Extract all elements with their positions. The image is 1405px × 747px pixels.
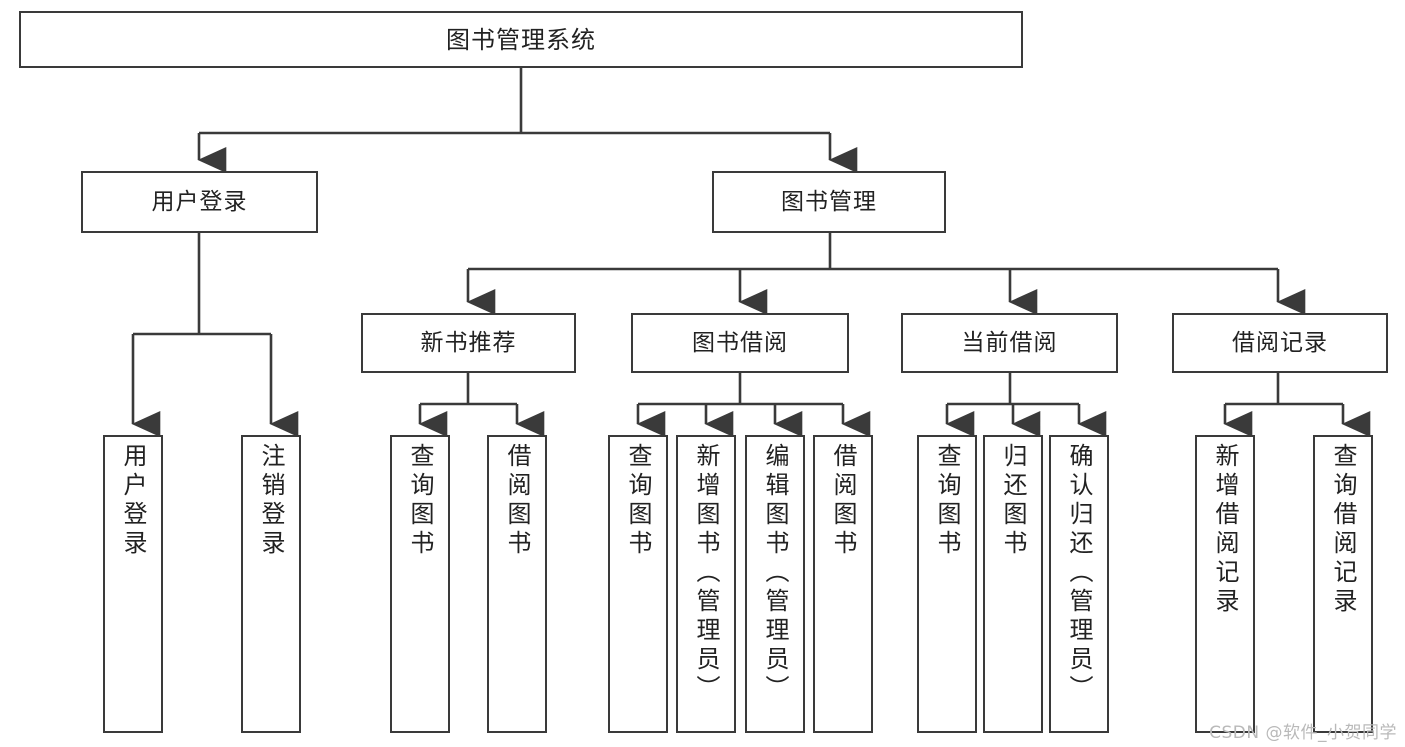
node-current-borrow[interactable]: 当前借阅: [901, 313, 1118, 373]
leaf-user-login-login[interactable]: 用户登录: [103, 435, 163, 733]
node-label: 图书借阅: [692, 329, 788, 356]
node-label: 查询图书: [933, 443, 961, 559]
leaf-book-borrow-query[interactable]: 查询图书: [608, 435, 668, 733]
node-label: 图书管理: [781, 188, 877, 215]
node-label: 借阅图书: [829, 443, 857, 559]
node-label: 归还图书: [999, 443, 1027, 559]
leaf-book-borrow-edit[interactable]: 编辑图书（管理员）: [745, 435, 805, 733]
node-label: 新书推荐: [420, 329, 517, 356]
leaf-book-borrow-borrow[interactable]: 借阅图书: [813, 435, 873, 733]
node-label: 当前借阅: [961, 329, 1058, 356]
node-book-management[interactable]: 图书管理: [712, 171, 946, 233]
node-label: 查询图书: [406, 443, 434, 559]
node-label: 用户登录: [119, 443, 147, 559]
leaf-borrow-record-add[interactable]: 新增借阅记录: [1195, 435, 1255, 733]
node-user-login[interactable]: 用户登录: [81, 171, 318, 233]
leaf-new-book-borrow[interactable]: 借阅图书: [487, 435, 547, 733]
node-label: 查询借阅记录: [1329, 443, 1357, 617]
node-book-borrow[interactable]: 图书借阅: [631, 313, 849, 373]
node-label: 新增图书（管理员）: [692, 443, 720, 704]
leaf-current-borrow-return[interactable]: 归还图书: [983, 435, 1043, 733]
leaf-current-borrow-confirm-return[interactable]: 确认归还（管理员）: [1049, 435, 1109, 733]
node-label: 注销登录: [257, 443, 285, 559]
node-label: 借阅图书: [503, 443, 531, 559]
node-label: 查询图书: [624, 443, 652, 559]
node-borrow-record[interactable]: 借阅记录: [1172, 313, 1388, 373]
leaf-borrow-record-query[interactable]: 查询借阅记录: [1313, 435, 1373, 733]
node-label: 新增借阅记录: [1211, 443, 1239, 617]
node-new-book-recommend[interactable]: 新书推荐: [361, 313, 576, 373]
leaf-current-borrow-query[interactable]: 查询图书: [917, 435, 977, 733]
node-root-book-management-system[interactable]: 图书管理系统: [19, 11, 1023, 68]
node-label: 编辑图书（管理员）: [761, 443, 789, 704]
leaf-book-borrow-add[interactable]: 新增图书（管理员）: [676, 435, 736, 733]
node-label: 借阅记录: [1232, 329, 1328, 356]
node-label: 确认归还（管理员）: [1065, 443, 1093, 704]
node-label: 用户登录: [151, 188, 248, 215]
node-label: 图书管理系统: [446, 25, 596, 54]
leaf-new-book-query[interactable]: 查询图书: [390, 435, 450, 733]
leaf-user-login-logout[interactable]: 注销登录: [241, 435, 301, 733]
